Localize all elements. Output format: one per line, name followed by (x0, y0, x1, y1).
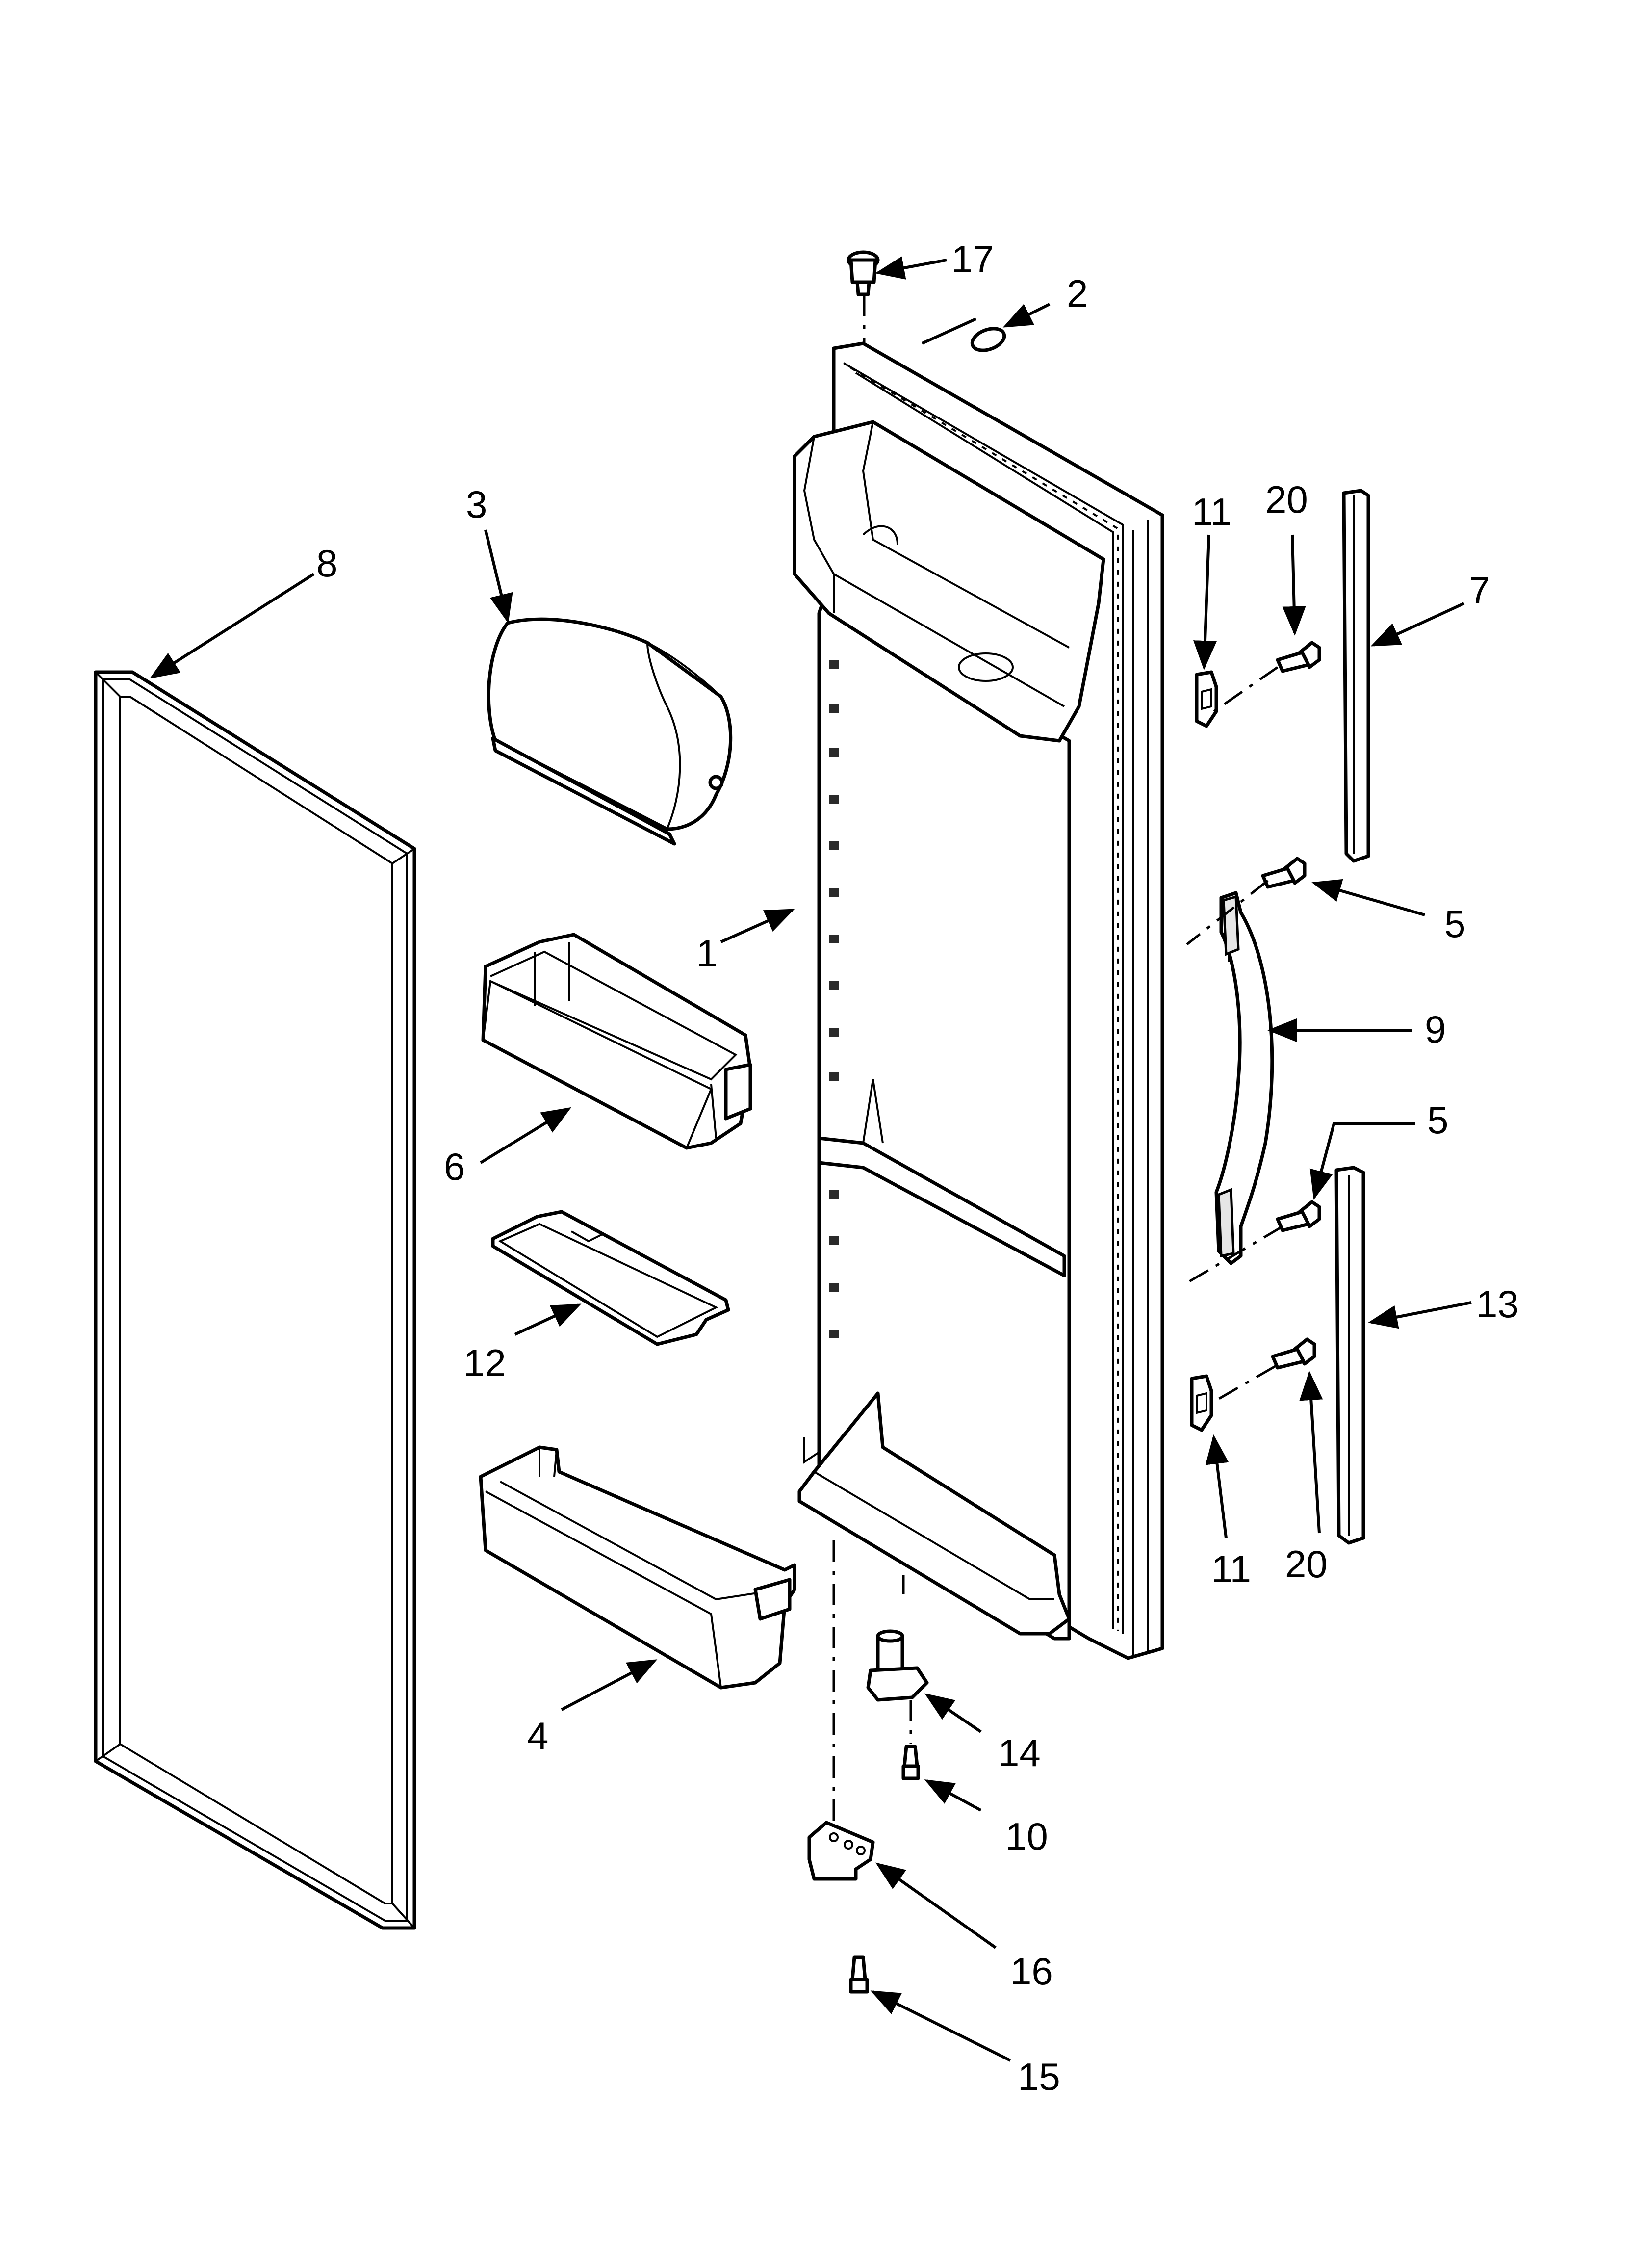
leader-arrows (149, 256, 1472, 2062)
shelf-peg-column (829, 660, 839, 1338)
plug-part (847, 250, 880, 296)
hinge-screw-part (901, 1745, 920, 1780)
callout-14: 14 (998, 1731, 1041, 1774)
washer-part (970, 327, 1006, 352)
trim-strip-upper-part (1342, 489, 1370, 863)
handle-part (1214, 891, 1274, 1265)
screw-lower-part (1271, 1337, 1316, 1370)
door-bin-part (481, 933, 752, 1150)
callout-11-upper: 11 (1192, 490, 1232, 533)
hinge-plate-part (807, 1821, 875, 1881)
callout-10: 10 (1005, 1815, 1048, 1858)
callout-2: 2 (1067, 272, 1088, 315)
clip-upper-part (1195, 670, 1218, 728)
door-liner-part (793, 341, 1164, 1660)
callout-1: 1 (696, 932, 718, 975)
assembly-lines (832, 294, 1283, 1825)
callout-labels: 17 2 3 8 1 6 12 4 11 20 7 5 9 5 13 11 20… (316, 237, 1519, 2098)
door-gasket-part (94, 670, 416, 1930)
callout-16: 16 (1010, 1950, 1053, 1993)
hinge-pin-part (866, 1629, 929, 1702)
callout-7: 7 (1469, 569, 1490, 612)
callout-5-upper: 5 (1444, 902, 1465, 945)
callout-11-lower: 11 (1211, 1547, 1251, 1590)
callout-3: 3 (466, 483, 487, 526)
dairy-cover-part (487, 617, 733, 846)
lower-door-bin-part (479, 1445, 796, 1690)
callout-17: 17 (951, 237, 994, 281)
trim-strip-lower-part (1334, 1166, 1365, 1545)
callout-15: 15 (1018, 2055, 1060, 2098)
callout-4: 4 (527, 1714, 548, 1757)
callout-20-lower: 20 (1285, 1542, 1328, 1586)
handle-screw-upper-part (1261, 857, 1307, 889)
callout-20-upper: 20 (1265, 478, 1308, 521)
clip-lower-part (1190, 1374, 1213, 1432)
callout-12: 12 (463, 1341, 506, 1384)
callout-8: 8 (316, 542, 337, 585)
callout-5-lower: 5 (1427, 1098, 1448, 1142)
callout-13: 13 (1476, 1282, 1519, 1326)
bottom-screw-part (849, 1955, 869, 1994)
callout-9: 9 (1425, 1008, 1446, 1051)
screw-upper-part (1276, 641, 1321, 673)
callout-6: 6 (444, 1145, 465, 1188)
shelf-insert-part (491, 1210, 730, 1346)
handle-screw-lower-part (1276, 1200, 1321, 1232)
